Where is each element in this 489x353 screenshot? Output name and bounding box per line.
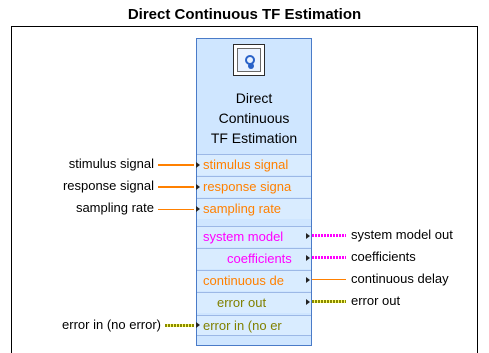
error-in-wire [165,324,194,327]
terminal-sampling-rate[interactable]: sampling rate [197,198,311,219]
external-label-error-out: error out [351,293,401,308]
error-out-wire [312,300,346,303]
terminal-label: response signa [203,179,292,194]
terminal-response-signal[interactable]: response signa [197,176,311,197]
icon-dot [248,63,254,69]
frame-top-border [11,26,478,27]
terminal-error-in[interactable]: error in (no er [197,315,311,336]
terminal-label: coefficients [227,251,292,266]
transfer-function-icon [233,44,265,76]
frame-left-border [11,26,12,353]
response-signal-wire [158,186,194,188]
frame-right-border [477,26,478,353]
terminal-coefficients[interactable]: coefficients [197,248,311,269]
coefficients-wire [312,256,346,259]
vi-block-label: Direct Continuous TF Estimation [196,88,312,148]
terminal-label: error out [217,295,267,310]
block-label-line-1: Direct [235,90,273,106]
terminal-error-out[interactable]: error out [197,292,311,313]
terminal-label: stimulus signal [203,157,289,172]
block-label-line-3: TF Estimation [210,130,298,146]
stimulus-signal-wire [158,164,194,166]
icon-inner-frame [237,48,261,72]
terminal-label: error in (no er [203,318,282,333]
error-out-arrow-icon [306,299,310,305]
continuous-delay-arrow-icon [306,277,310,283]
external-label-sampling-rate: sampling rate [75,200,154,215]
sampling-rate-arrow-icon [196,206,200,212]
terminal-label: continuous de [203,273,284,288]
sampling-rate-wire [158,209,194,210]
terminal-system-model[interactable]: system model [197,226,311,247]
stimulus-arrow-icon [196,162,200,168]
coefficients-arrow-icon [306,255,310,261]
continuous-delay-wire [312,279,346,280]
terminal-label: sampling rate [203,201,282,216]
block-label-line-2: Continuous [218,110,290,126]
terminal-stimulus-signal[interactable]: stimulus signal [197,154,311,175]
external-label-error-in: error in (no error) [62,317,161,332]
external-label-stimulus-signal: stimulus signal [68,156,154,171]
error-in-arrow-icon [196,322,200,328]
diagram-title: Direct Continuous TF Estimation [127,6,362,23]
external-label-coefficients: coefficients [351,249,416,264]
terminal-label: system model [203,229,284,244]
external-label-continuous-delay: continuous delay [351,271,449,286]
terminal-continuous-delay[interactable]: continuous de [197,270,311,291]
external-label-response-signal: response signal [62,178,154,193]
system-model-wire [312,234,346,237]
system-model-arrow-icon [306,233,310,239]
response-arrow-icon [196,184,200,190]
external-label-system-model-out: system model out [351,227,453,242]
